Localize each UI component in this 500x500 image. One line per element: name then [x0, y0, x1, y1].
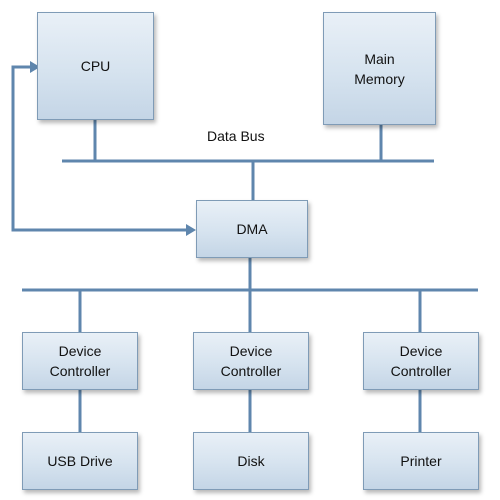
dma-label: DMA [236, 221, 268, 237]
controller-1-label: Device Controller [49, 343, 111, 379]
device-controller-1: Device Controller [22, 332, 138, 390]
printer-node: Printer [363, 432, 479, 490]
device-controller-2: Device Controller [193, 332, 309, 390]
controller-3-label: Device Controller [390, 343, 452, 379]
arrow-to-cpu-icon [30, 61, 40, 73]
printer-label: Printer [400, 453, 442, 469]
usb-drive-label: USB Drive [47, 453, 113, 469]
usb-drive-node: USB Drive [22, 432, 138, 490]
main-memory-node: Main Memory [323, 12, 436, 125]
data-bus-label: Data Bus [207, 128, 265, 144]
dma-node: DMA [196, 200, 308, 258]
disk-node: Disk [193, 432, 309, 490]
arrow-to-dma-icon [186, 224, 196, 236]
main-memory-label: Main Memory [354, 50, 405, 87]
cpu-label: CPU [80, 58, 111, 74]
controller-2-label: Device Controller [220, 343, 282, 379]
dma-cpu-path [11, 65, 190, 232]
device-controller-3: Device Controller [363, 332, 479, 390]
cpu-node: CPU [37, 12, 154, 120]
disk-label: Disk [237, 453, 265, 469]
